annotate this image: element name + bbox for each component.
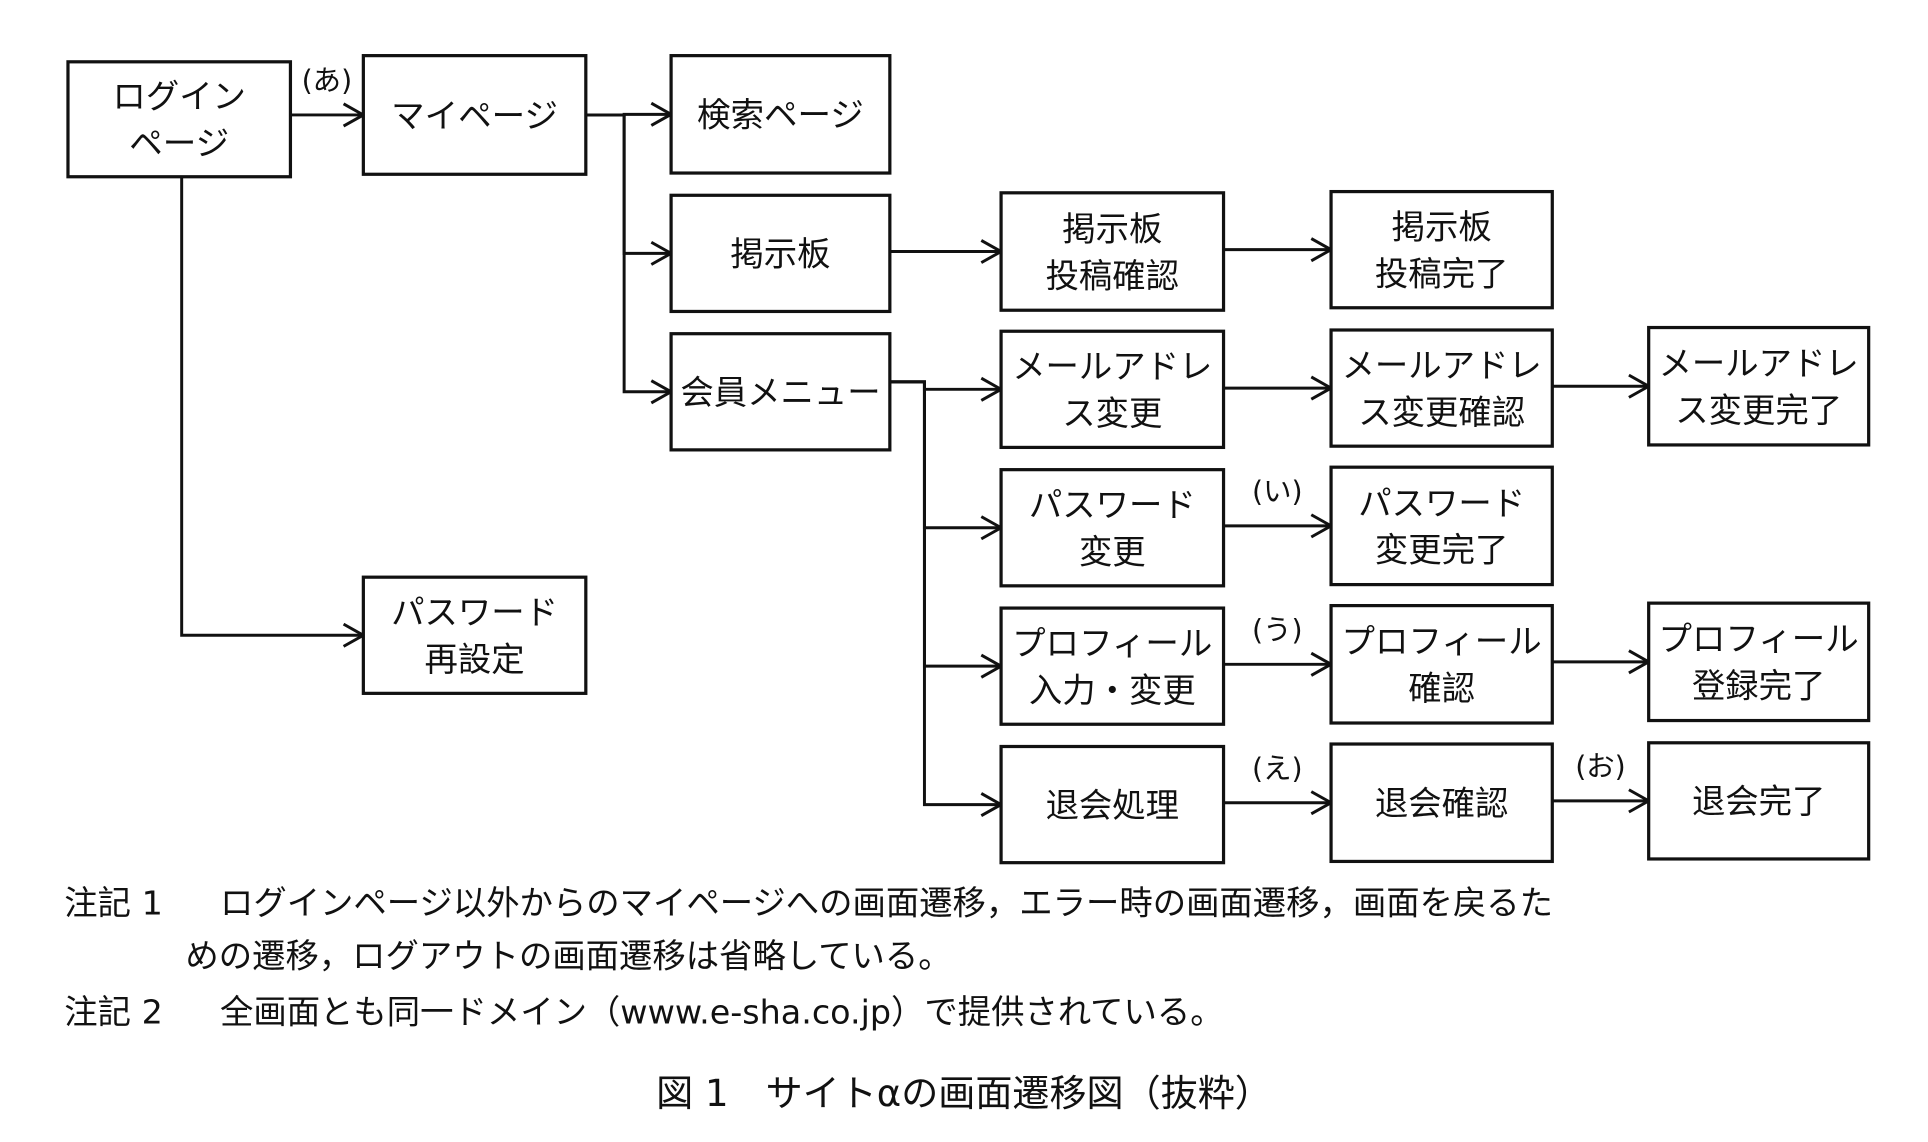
node-label: パスワード — [1358, 484, 1525, 523]
edge-label: (う) — [1252, 614, 1303, 647]
edge-label: (あ) — [302, 64, 353, 97]
note-1-line-1: ログインページ以外からのマイページへの画面遷移，エラー時の画面遷移，画面を戻るた — [220, 884, 1553, 923]
node-label: 投稿確認 — [1046, 256, 1179, 295]
node-label: 変更 — [1079, 533, 1146, 572]
node-box — [999, 744, 1226, 865]
node-label: プロフィール — [1012, 624, 1212, 663]
node-box — [669, 54, 892, 175]
node-label: 再設定 — [425, 640, 525, 679]
edge-member-menu-to-withdraw — [889, 380, 1002, 807]
node-label: 掲示板 — [1062, 209, 1162, 248]
node-box — [66, 60, 293, 179]
edge-label: (お) — [1575, 750, 1626, 783]
node-box — [1647, 741, 1871, 861]
node-label: マイページ — [391, 96, 558, 135]
node-label: 掲示板 — [1392, 208, 1492, 247]
node-box — [999, 191, 1226, 312]
node-label: ス変更確認 — [1358, 393, 1525, 432]
node-label: パスワード — [1029, 486, 1196, 525]
node-box — [1329, 465, 1554, 587]
node-label: 変更完了 — [1375, 531, 1508, 570]
node-label: 退会完了 — [1692, 782, 1825, 821]
note-1-prefix: 注記 1 — [64, 884, 163, 923]
node-label: メールアドレ — [1342, 346, 1542, 385]
node-label: ス変更完了 — [1675, 391, 1842, 430]
node-box — [999, 606, 1226, 726]
node-label: プロフィール — [1659, 620, 1859, 659]
node-box — [669, 193, 892, 314]
node-label: パスワード — [391, 593, 558, 632]
node-box — [1647, 325, 1871, 447]
node-label: ページ — [129, 124, 229, 163]
edge-mypage-to-board — [585, 113, 672, 255]
node-box — [361, 54, 588, 176]
node-box — [1329, 189, 1554, 310]
edge-member-menu-to-pw-change — [889, 380, 1002, 530]
edge-login-to-pw-reset — [180, 176, 364, 637]
node-withdraw: 退会処理 — [999, 744, 1226, 865]
note-1-line-2: めの遷移，ログアウトの画面遷移は省略している。 — [185, 937, 951, 976]
node-board: 掲示板 — [669, 193, 892, 314]
note-2-line-1: 全画面とも同一ドメイン（www.e-sha.co.jp）で提供されている。 — [220, 992, 1224, 1031]
node-box — [999, 329, 1226, 450]
edges-layer — [180, 101, 1652, 818]
edge-label: (い) — [1252, 475, 1303, 508]
node-label: 掲示板 — [730, 235, 830, 274]
node-withdraw-complete: 退会完了 — [1647, 741, 1871, 861]
node-label: 投稿完了 — [1375, 255, 1508, 294]
node-label: 入力・変更 — [1029, 671, 1196, 710]
node-member-menu: 会員メニュー — [669, 332, 892, 452]
node-box — [669, 332, 892, 452]
node-box — [1329, 742, 1554, 864]
note-2-prefix: 注記 2 — [64, 992, 163, 1031]
node-label: ログイン — [112, 77, 245, 116]
node-label: メールアドレ — [1659, 344, 1859, 383]
node-box — [999, 468, 1226, 588]
node-box — [1329, 603, 1554, 725]
figure-caption: 図 1 サイトαの画面遷移図（抜粋） — [656, 1072, 1272, 1115]
node-label: 退会確認 — [1375, 784, 1508, 823]
node-label: メールアドレ — [1012, 347, 1212, 386]
edge-labels-layer: (あ) (い) (う) (え) (お) — [302, 64, 1626, 785]
node-box — [361, 575, 588, 695]
node-box — [1329, 328, 1554, 448]
notes: 注記 1 ログインページ以外からのマイページへの画面遷移，エラー時の画面遷移，画… — [64, 884, 1553, 1032]
edge-member-menu-to-profile-input — [889, 380, 1002, 668]
node-label: ス変更 — [1062, 394, 1162, 433]
node-box — [1647, 601, 1871, 723]
node-label: 検索ページ — [697, 96, 864, 135]
node-withdraw-confirm: 退会確認 — [1329, 742, 1554, 864]
node-label: 登録完了 — [1692, 667, 1825, 706]
node-label: 確認 — [1408, 669, 1475, 708]
node-login: ログインページ — [66, 60, 293, 179]
node-label: プロフィール — [1342, 622, 1542, 661]
node-label: 会員メニュー — [680, 373, 880, 412]
nodes-layer: ログインページマイページ検索ページ掲示板会員メニュー掲示板投稿確認掲示板投稿完了… — [66, 54, 1871, 865]
edge-mypage-to-member-menu — [585, 113, 672, 394]
node-search: 検索ページ — [669, 54, 892, 175]
node-mypage: マイページ — [361, 54, 588, 176]
edge-label: (え) — [1252, 752, 1303, 785]
node-label: 退会処理 — [1046, 786, 1179, 825]
